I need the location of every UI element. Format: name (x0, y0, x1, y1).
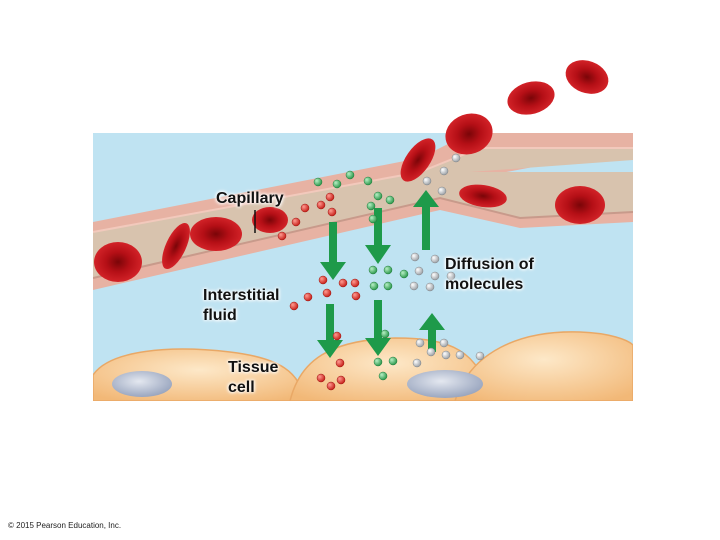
capillary-label-text: Capillary (216, 190, 284, 207)
capillary-label: Capillary (216, 189, 284, 209)
arrow-up (413, 190, 439, 250)
interstitial-fluid-label: Interstitial fluid (203, 286, 279, 326)
interstitial-label-line2: fluid (203, 307, 237, 324)
interstitial-label-line1: Interstitial (203, 287, 280, 304)
diffusion-arrows (317, 190, 445, 358)
molecules-green (313, 170, 409, 381)
tissue-cells (93, 331, 633, 401)
arrow-down (365, 300, 391, 356)
diffusion-label: Diffusion of molecules (445, 255, 534, 295)
arrow-down (317, 304, 343, 358)
molecules-red (277, 192, 361, 391)
red-blood-cells-top (445, 60, 609, 155)
arrow-down (365, 208, 391, 264)
copyright-notice: © 2015 Pearson Education, Inc. (8, 521, 122, 530)
tissue-cell-label: Tissue cell (228, 358, 278, 398)
diffusion-label-line2: molecules (445, 276, 524, 293)
red-blood-cells (94, 138, 605, 282)
tissue-label-line2: cell (228, 379, 255, 396)
nucleus (407, 370, 483, 398)
nucleus (112, 371, 172, 397)
arrow-up (419, 313, 445, 352)
arrow-down (320, 222, 346, 280)
diffusion-label-line1: Diffusion of (445, 256, 534, 273)
tissue-label-line1: Tissue (228, 359, 279, 376)
molecules-gray (409, 153, 485, 368)
